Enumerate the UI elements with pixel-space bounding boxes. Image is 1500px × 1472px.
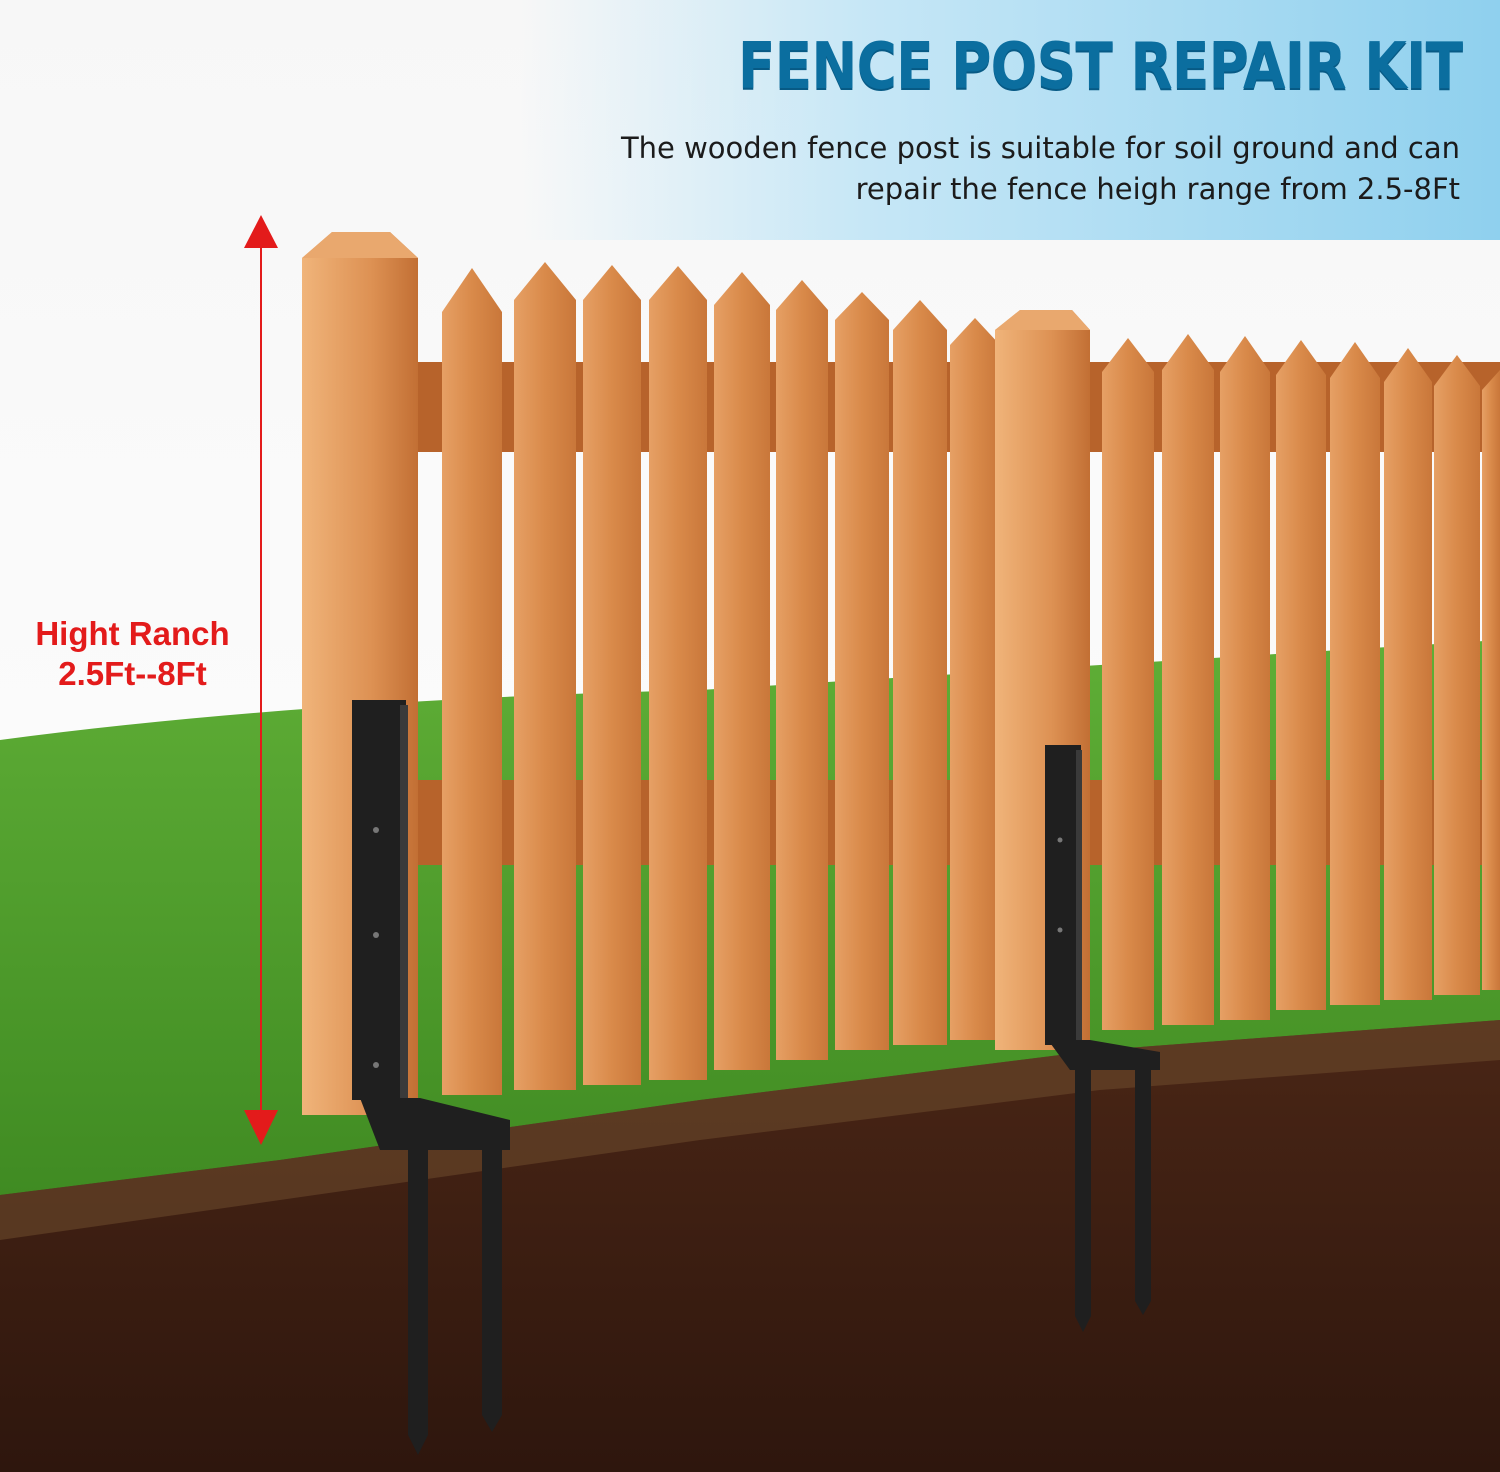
title-banner: FENCE POST REPAIR KIT The wooden fence p… xyxy=(520,0,1500,240)
page-title: FENCE POST REPAIR KIT xyxy=(737,30,1463,104)
height-arrow-icon xyxy=(244,215,278,1145)
repair-bracket-right xyxy=(1045,745,1160,1332)
banner-subtitle: The wooden fence post is suitable for so… xyxy=(560,128,1460,210)
repair-bracket-left xyxy=(352,700,510,1455)
fence-pickets xyxy=(442,262,1500,1095)
soil-topsoil xyxy=(0,1020,1500,1240)
soil-cross-section xyxy=(0,1020,1500,1472)
height-range-label: Hight Ranch 2.5Ft--8Ft xyxy=(0,614,265,694)
height-range-line-2: 2.5Ft--8Ft xyxy=(58,655,207,692)
height-range-line-1: Hight Ranch xyxy=(35,615,230,652)
subtitle-line-2: repair the fence heigh range from 2.5-8F… xyxy=(855,172,1460,206)
subtitle-line-1: The wooden fence post is suitable for so… xyxy=(620,131,1460,165)
